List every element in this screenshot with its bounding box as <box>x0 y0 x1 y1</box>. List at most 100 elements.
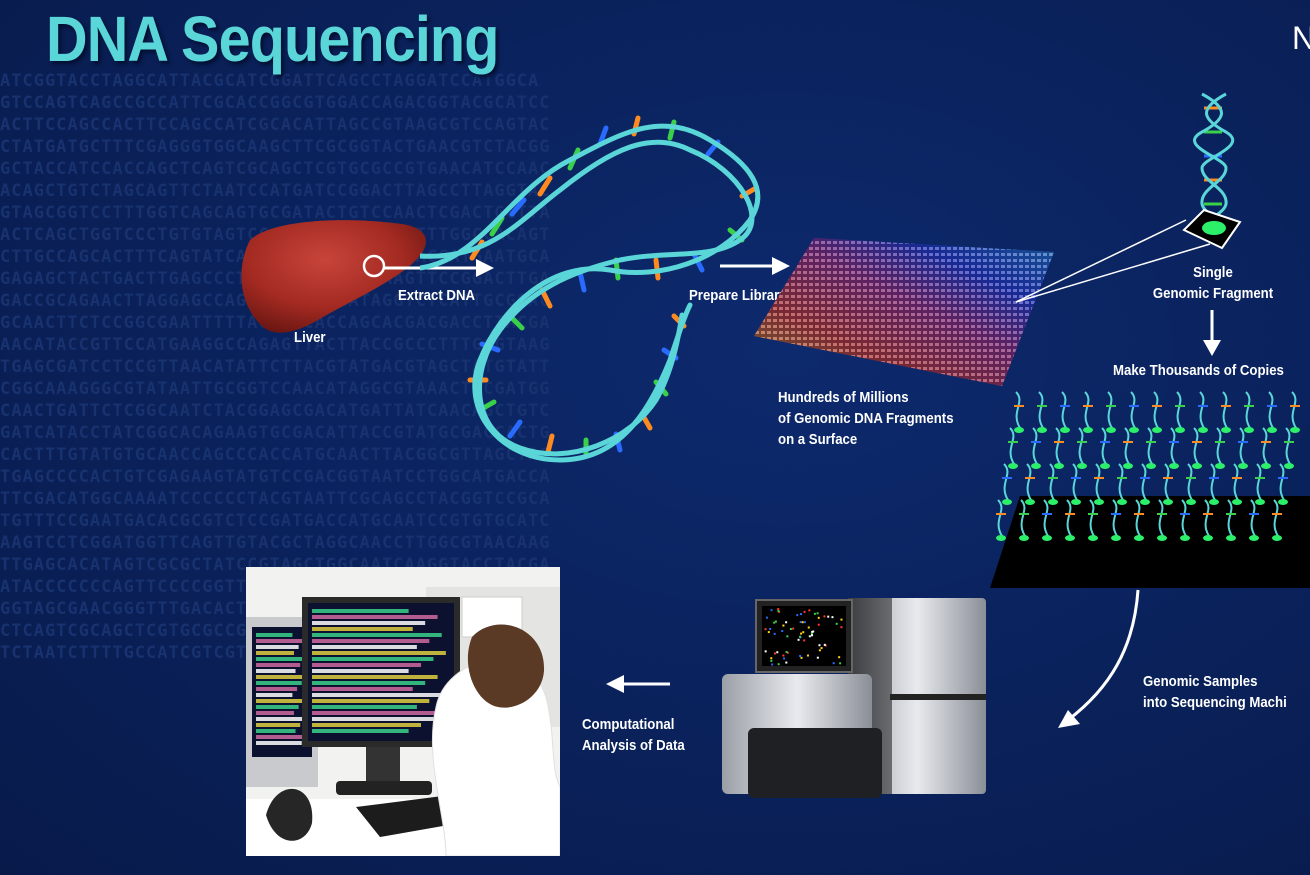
background-sequence-line: CTATGATGCTTTCGAGGGTGGCAAGCTTCGCGGTACTGAA… <box>0 137 551 157</box>
label-single-2: Genomic Fragment <box>1152 285 1274 302</box>
copy-anchor <box>1065 535 1075 541</box>
background-sequence-line: CGGCAAAGGGCGTATAATTGCGGTCCAACATAGGCGTAAA… <box>0 379 551 399</box>
monitor-text-line <box>256 639 304 643</box>
screen-dot <box>773 621 776 624</box>
copy-strand <box>1245 391 1251 429</box>
screen-dot <box>799 621 802 624</box>
copy-anchor <box>1019 535 1029 541</box>
scientist-photo <box>246 567 560 856</box>
screen-dot <box>808 635 811 638</box>
label-single-1: Single <box>1193 264 1233 281</box>
copy-strand <box>1107 391 1113 429</box>
monitor-text-line <box>312 627 413 631</box>
screen-dot <box>785 661 788 664</box>
monitor-text-line <box>312 645 417 649</box>
background-sequence-line: AACATACCGTTCCATGAAGGCCAGAGTTACTTACCGCCCT… <box>0 335 551 355</box>
label-samples-1: Genomic Samples <box>1143 673 1258 690</box>
copy-anchor <box>1129 427 1139 433</box>
copy-strand <box>1066 499 1072 537</box>
monitor-text-line <box>312 717 434 721</box>
background-sequence-line: TTCGACATGGCAAAATCCCCCCTACGTAATTCGCAGCCTA… <box>0 489 551 509</box>
label-fragments-3: on a Surface <box>778 431 858 448</box>
copy-strand <box>1193 427 1199 465</box>
copy-strand <box>1135 499 1141 537</box>
screen-dot <box>785 650 788 653</box>
screen-dot <box>781 630 784 633</box>
copy-anchor <box>1146 463 1156 469</box>
screen-dot <box>782 654 785 657</box>
copy-anchor <box>1157 535 1167 541</box>
monitor-text-line <box>312 729 409 733</box>
fragment-surface-icon <box>754 238 1054 386</box>
screen-dot <box>839 662 842 665</box>
monitor-text-line <box>312 711 446 715</box>
screen-dot <box>817 623 820 626</box>
copy-anchor <box>1123 463 1133 469</box>
screen-dot <box>782 624 785 627</box>
copy-anchor <box>1272 535 1282 541</box>
background-sequence-line: TGAGCGATCCTCCGTTAACATATTCTTACGTATGACGTAG… <box>0 357 551 377</box>
copy-strand <box>1273 499 1279 537</box>
copy-strand <box>1009 427 1015 465</box>
copy-anchor <box>1244 427 1254 433</box>
monitor-text-line <box>256 711 294 715</box>
copy-anchor <box>1249 535 1259 541</box>
monitor-text-line <box>312 699 430 703</box>
copy-strand <box>997 499 1003 537</box>
copy-anchor <box>1186 499 1196 505</box>
copy-strand <box>1227 499 1233 537</box>
screen-dot <box>803 621 806 624</box>
screen-dot <box>800 656 803 659</box>
copy-strand <box>1043 499 1049 537</box>
screen-dot <box>810 632 813 635</box>
background-sequence-line: ACTTCCAGCCACTTCCAGCCATCGCACATTAGCCGTAAGC… <box>0 115 551 135</box>
background-sequence-line: TGAGCCCCACTGTCGAGAAGTATGTCCGACGGTAATCCTG… <box>0 467 551 487</box>
monitor-text-line <box>312 723 422 727</box>
copy-strand <box>1170 427 1176 465</box>
screen-dot <box>770 609 773 612</box>
monitor-text-line <box>256 669 296 673</box>
copy-strand <box>1216 427 1222 465</box>
screen-dot <box>802 631 805 634</box>
copy-anchor <box>1198 427 1208 433</box>
monitor-text-line <box>256 741 302 745</box>
screen-dot <box>777 608 780 611</box>
screen-dot <box>792 627 795 630</box>
screen-dot <box>807 626 810 629</box>
copy-anchor <box>1238 463 1248 469</box>
single-fragment-icon <box>1182 92 1242 250</box>
arrow-curve <box>1058 589 1140 728</box>
copy-strand <box>1158 499 1164 537</box>
monitor-text-line <box>312 639 430 643</box>
monitor-text-line <box>312 675 438 679</box>
label-fragments-1: Hundreds of Millions <box>778 389 909 406</box>
background-sequence-line: GATCATACCTATCGGCACAGAAGTGCGACATTACCGTATG… <box>0 423 551 443</box>
screen-dot <box>803 610 806 613</box>
copy-strand <box>1026 463 1032 501</box>
copy-strand <box>1164 463 1170 501</box>
screen-dot <box>777 663 780 666</box>
label-samples-2: into Sequencing Machi <box>1143 694 1287 711</box>
monitor-text-line <box>312 621 426 625</box>
copy-strand <box>1256 463 1262 501</box>
monitor-text-line <box>312 687 413 691</box>
monitor-text-line <box>312 663 422 667</box>
copy-anchor <box>1106 427 1116 433</box>
sequencer-icon <box>722 598 986 798</box>
copy-anchor <box>1031 463 1041 469</box>
screen-dot <box>818 644 821 647</box>
copy-anchor <box>1226 535 1236 541</box>
screen-dot <box>823 615 826 618</box>
copy-anchor <box>1203 535 1213 541</box>
copy-anchor <box>1071 499 1081 505</box>
screen-dot <box>817 616 820 619</box>
copy-anchor <box>1215 463 1225 469</box>
screen-dot <box>803 639 806 642</box>
monitor-text-line <box>256 657 305 661</box>
monitor-text-line <box>312 651 446 655</box>
copy-anchor <box>1083 427 1093 433</box>
copy-strand <box>1124 427 1130 465</box>
copy-strand <box>1153 391 1159 429</box>
label-prepare-library: Prepare Library <box>689 287 787 304</box>
copy-anchor <box>1037 427 1047 433</box>
